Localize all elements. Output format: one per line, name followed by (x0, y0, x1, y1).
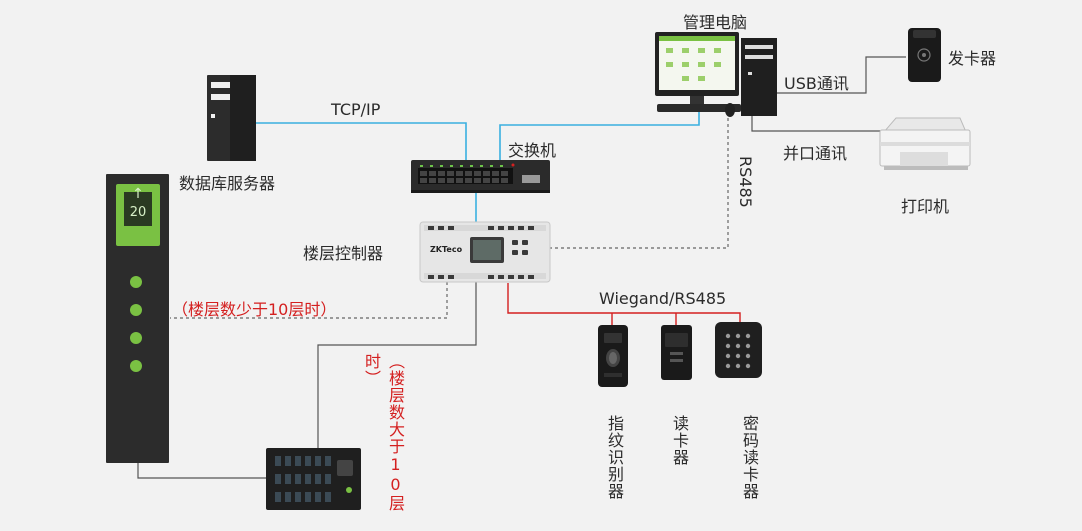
elevator-relay-line (137, 463, 270, 479)
floor-controller (419, 221, 551, 283)
tcpip-line-server (256, 122, 467, 160)
label-less-than-10: （楼层数少于10层时） (172, 300, 337, 319)
label-floor-controller: 楼层控制器 (303, 244, 384, 263)
relay-board (266, 448, 361, 510)
label-tcpip: TCP/IP (331, 100, 381, 119)
elevator-panel (106, 174, 169, 463)
label-card-issuer: 发卡器 (948, 49, 997, 68)
label-printer: 打印机 (901, 197, 950, 216)
floor-button-4[interactable] (130, 360, 142, 372)
label-mgmt-pc: 管理电脑 (683, 13, 748, 32)
database-server (207, 75, 256, 161)
label-fingerprint: 指纹识别器 (605, 415, 624, 500)
elevator-floor-display: 20 (129, 205, 147, 220)
network-switch (411, 160, 550, 193)
relay-board-line (317, 282, 477, 448)
label-keypad-reader: 密码读卡器 (740, 415, 759, 500)
elevator-arrow-icon: ↑ (132, 186, 144, 202)
keypad-reader (715, 322, 762, 378)
label-switch: 交换机 (508, 141, 557, 160)
floor-button-2[interactable] (130, 304, 142, 316)
management-pc (655, 32, 777, 117)
small-floor-dashed-line (170, 282, 448, 319)
card-reader (661, 325, 692, 380)
label-rs485: RS485 (736, 156, 755, 208)
label-usb: USB通讯 (784, 74, 849, 93)
floor-button-1[interactable] (130, 276, 142, 288)
usb-line (776, 56, 906, 94)
parallel-line (751, 116, 880, 132)
label-wiegand: Wiegand/RS485 (599, 289, 727, 308)
tcpip-line-pc (499, 112, 700, 160)
label-parallel: 并口通讯 (783, 144, 848, 163)
printer (879, 117, 971, 170)
zkteco-logo: ZKTeco (430, 245, 463, 254)
wiegand-line (507, 283, 741, 322)
floor-button-3[interactable] (130, 332, 142, 344)
label-db-server: 数据库服务器 (179, 174, 276, 193)
label-greater-than-10: （楼层数大于10层时） (362, 353, 405, 512)
card-issuer (908, 28, 941, 82)
rs485-dashed-line (548, 118, 729, 249)
label-card-reader: 读卡器 (670, 415, 689, 466)
fingerprint-reader (598, 325, 628, 387)
